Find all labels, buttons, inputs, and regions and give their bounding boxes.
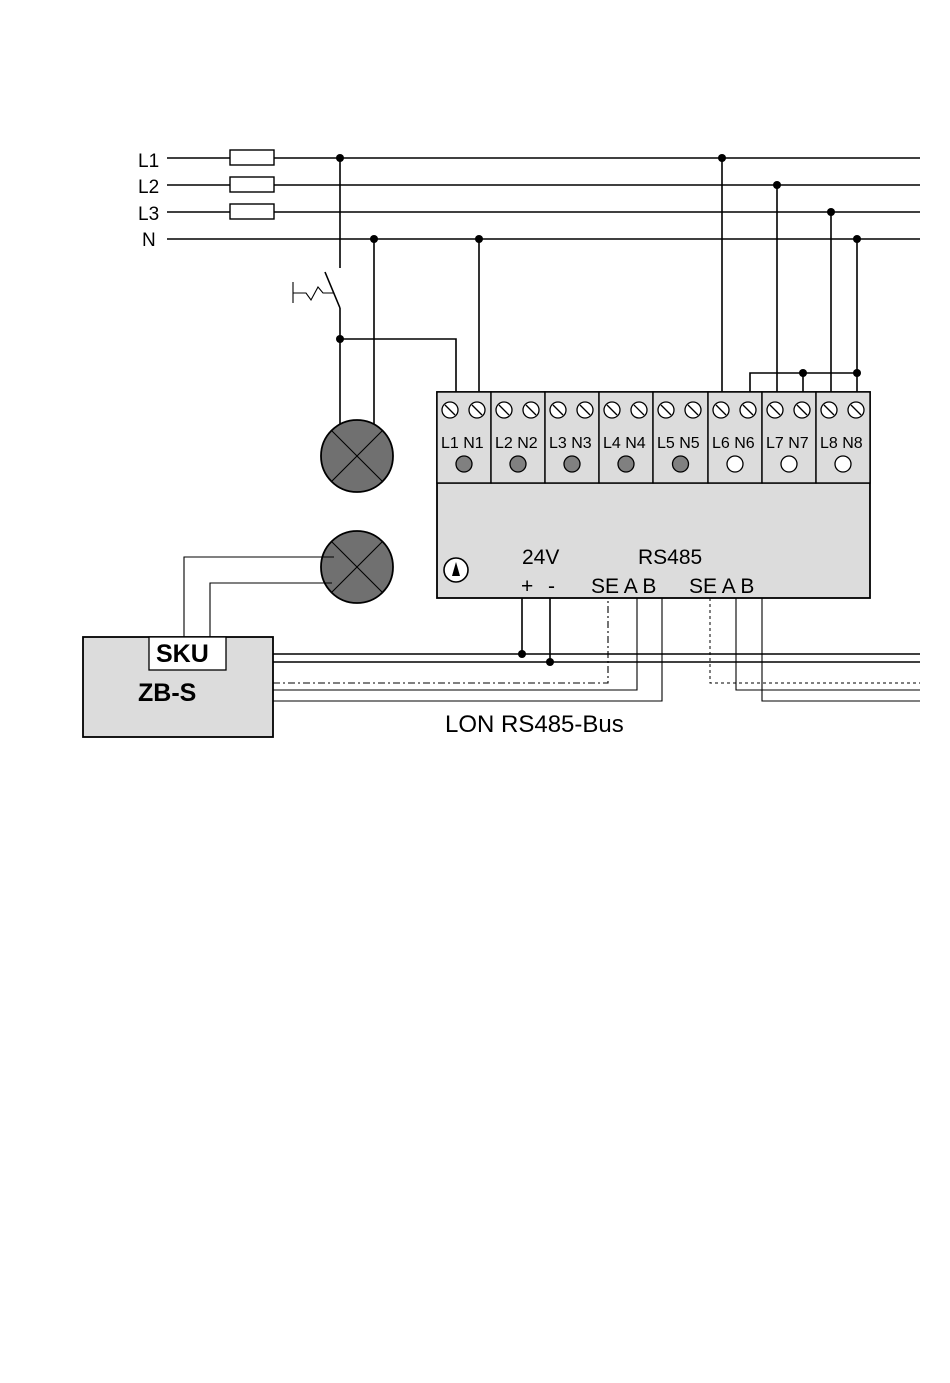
bus-se-out — [710, 598, 920, 683]
status-led — [456, 456, 472, 472]
minus-label: - — [548, 575, 555, 598]
screw-icon — [523, 402, 539, 418]
status-led — [618, 456, 634, 472]
screw-icon — [821, 402, 837, 418]
power-label: 24V — [522, 546, 559, 569]
screw-icon — [767, 402, 783, 418]
screw-icon — [631, 402, 647, 418]
line-label-l2: L2 — [138, 177, 159, 198]
bus-a-out — [736, 598, 920, 690]
status-led — [835, 456, 851, 472]
fuse-l1 — [230, 150, 274, 165]
status-led — [510, 456, 526, 472]
lamp-2 — [321, 531, 393, 603]
lamp-1 — [321, 420, 393, 492]
status-led — [727, 456, 743, 472]
screw-icon — [713, 402, 729, 418]
fuse-l3 — [230, 204, 274, 219]
screw-icon — [658, 402, 674, 418]
terminal-label: L7 N7 — [766, 435, 809, 452]
terminal-6: L6 N6 — [708, 392, 762, 483]
line-label-l1: L1 — [138, 151, 159, 172]
terminal-4: L4 N4 — [599, 392, 653, 483]
controller: SKU ZB-S — [83, 637, 273, 737]
terminal-block: L1 N1 L2 N2 L3 N3 L4 N4 L5 N5 L6 N6 L7 N7 L8 N8 — [437, 392, 870, 483]
plus-label: + — [521, 575, 533, 598]
terminal-label: L6 N6 — [712, 435, 755, 452]
terminal-2: L2 N2 — [491, 392, 545, 483]
screw-icon — [442, 402, 458, 418]
bus-terminals-1: SE A B — [591, 575, 656, 598]
control-wire — [184, 557, 334, 637]
bus-se-line — [273, 598, 608, 683]
switch-branch — [293, 158, 479, 424]
fuse-l2 — [230, 177, 274, 192]
screw-icon — [848, 402, 864, 418]
bus-wiring: LON RS485-Bus — [273, 598, 920, 738]
terminal-5: L5 N5 — [653, 392, 708, 483]
line-label-l3: L3 — [138, 204, 159, 225]
terminal-8: L8 N8 — [816, 392, 870, 483]
status-led — [673, 456, 689, 472]
bus-b-out — [762, 598, 920, 701]
channel-feeds — [722, 158, 861, 396]
switch-actuator-icon — [293, 282, 334, 303]
terminal-3: L3 N3 — [545, 392, 599, 483]
screw-icon — [740, 402, 756, 418]
terminal-1: L1 N1 — [437, 392, 491, 483]
bus-a-line — [273, 598, 637, 690]
terminal-label: L4 N4 — [603, 435, 646, 452]
terminal-label: L2 N2 — [495, 435, 538, 452]
screw-icon — [550, 402, 566, 418]
terminal-label: L1 N1 — [441, 435, 484, 452]
bus-b-line — [273, 598, 662, 701]
rs485-label: RS485 — [638, 546, 702, 569]
status-led — [781, 456, 797, 472]
terminal-7: L7 N7 — [762, 392, 816, 483]
screw-icon — [685, 402, 701, 418]
terminal-label: L8 N8 — [820, 435, 863, 452]
bus-terminals-2: SE A B — [689, 575, 754, 598]
screw-icon — [469, 402, 485, 418]
control-wire — [210, 583, 332, 637]
controller-name: ZB-S — [138, 679, 196, 707]
sku-label: SKU — [156, 640, 209, 668]
status-led — [564, 456, 580, 472]
screw-icon — [604, 402, 620, 418]
bus-caption: LON RS485-Bus — [445, 711, 624, 738]
screw-icon — [496, 402, 512, 418]
line-label-n: N — [142, 230, 156, 251]
supply-lines: L1 L2 L3 N — [138, 150, 920, 251]
terminal-label: L3 N3 — [549, 435, 592, 452]
screw-icon — [794, 402, 810, 418]
screw-icon — [577, 402, 593, 418]
module-mode-icon — [444, 558, 468, 582]
switching-module: L1 N1 L2 N2 L3 N3 L4 N4 L5 N5 L6 N6 L7 N7 L8 N8… — [437, 392, 870, 598]
terminal-label: L5 N5 — [657, 435, 700, 452]
